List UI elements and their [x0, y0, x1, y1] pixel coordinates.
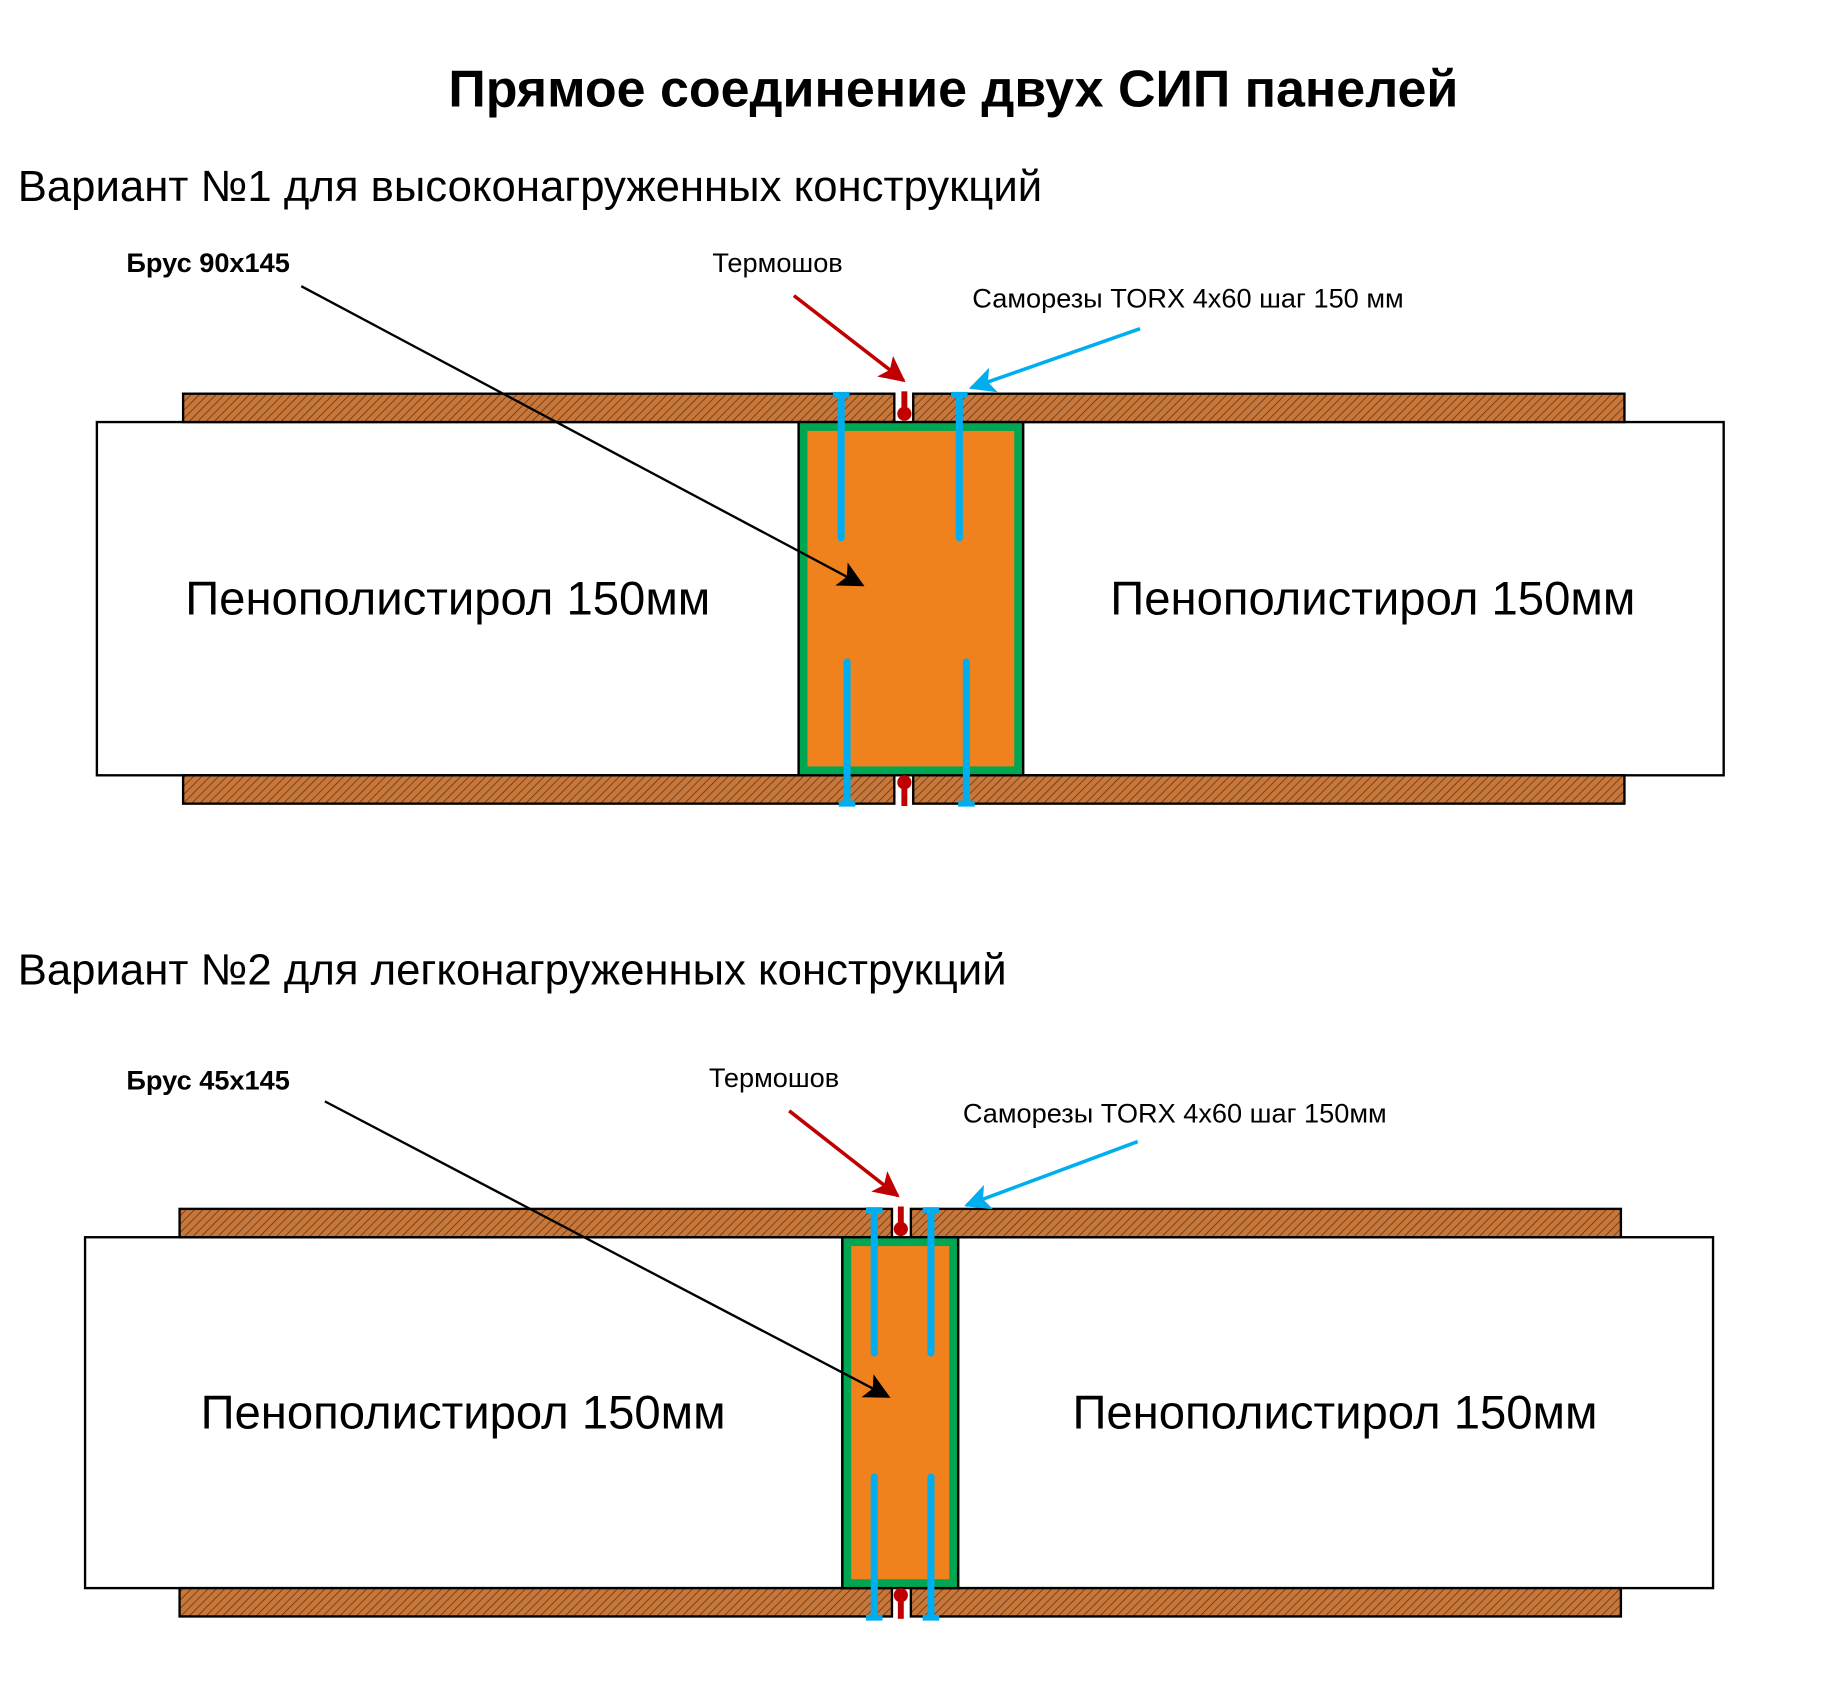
osb-board-bottom-right: [909, 1586, 1623, 1618]
foam-right: [1021, 420, 1725, 777]
seam-pointer-arrow: [788, 1109, 900, 1198]
seam-pointer-arrow: [792, 294, 906, 383]
foam-left-label: Пенополистирол 150мм: [185, 573, 710, 626]
osb-board-top-left: [181, 392, 896, 424]
thermal-seam: [893, 1206, 908, 1619]
screws: [865, 1207, 940, 1621]
beam: [799, 422, 1023, 775]
foam-left: [95, 420, 800, 777]
foam-right-label: Пенополистирол 150мм: [1072, 1387, 1597, 1440]
osb-board-bottom-left: [181, 774, 896, 805]
osb-board-top-right: [909, 1207, 1623, 1239]
foam-right-label: Пенополистирол 150мм: [1110, 573, 1635, 626]
osb-board-bottom-left: [178, 1586, 894, 1618]
screws-pointer-arrow: [968, 327, 1141, 393]
seam-label: Термошов: [712, 247, 842, 278]
variant-1-heading: Вариант №1 для высоконагруженных констру…: [18, 162, 1042, 211]
foam-left: [83, 1236, 844, 1590]
osb-board-bottom-right: [912, 774, 1626, 805]
beam-pointer-arrow: [300, 285, 865, 587]
variant-2: Вариант №2 для легконагруженных конструк…: [18, 945, 1715, 1621]
beam-pointer-arrow: [324, 1100, 891, 1398]
screws-pointer-arrow: [964, 1139, 1139, 1210]
screws: [832, 391, 975, 807]
osb-board-top-right: [912, 392, 1626, 424]
foam-left-label: Пенополистирол 150мм: [201, 1387, 726, 1440]
beam: [842, 1237, 958, 1588]
beam-label: Брус 90х145: [126, 247, 289, 278]
screws-label: Саморезы TORX 4x60 шаг 150 мм: [972, 282, 1403, 313]
beam-outline: [841, 1236, 960, 1590]
beam-outline: [797, 420, 1025, 777]
variant-1: Вариант №1 для высоконагруженных констру…: [18, 162, 1725, 807]
screws-label: Саморезы TORX 4x60 шаг 150мм: [963, 1098, 1387, 1129]
thermal-seam: [897, 391, 912, 807]
diagram-title: Прямое соединение двух СИП панелей: [448, 61, 1458, 119]
beam-label: Брус 45х145: [126, 1065, 289, 1096]
variant-2-heading: Вариант №2 для легконагруженных конструк…: [18, 945, 1007, 994]
seam-label: Термошов: [709, 1062, 839, 1093]
osb-board-top-left: [178, 1207, 894, 1239]
